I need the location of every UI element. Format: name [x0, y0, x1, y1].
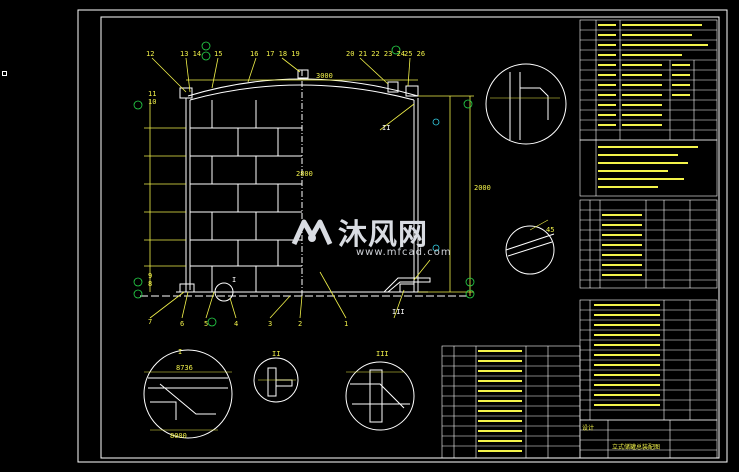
tank-main-view — [140, 69, 470, 302]
table-text-marks — [478, 24, 708, 452]
callout-top-13-14: 13 14 — [180, 50, 202, 58]
callout-left-7: 7 — [148, 318, 153, 326]
callout-top-12: 12 — [146, 50, 155, 58]
title-block — [579, 419, 718, 459]
watermark-brand-text: 沐风网 — [338, 217, 429, 251]
tank-roof-arc-inner — [189, 84, 415, 101]
parts-list-bottom — [441, 345, 581, 459]
sheet-inner-border — [100, 16, 720, 459]
callout-balloons — [133, 41, 475, 327]
title-block-drawing-name: 立式储罐总装配图 — [612, 444, 661, 451]
title-block-row-label: 设计 — [582, 425, 595, 432]
requirements-block — [579, 139, 718, 197]
watermark-url: www.mfcad.com — [356, 247, 452, 258]
section-mark-II: II — [382, 124, 391, 132]
sheet-outer-border — [77, 9, 728, 463]
callout-left-11: 11 — [148, 90, 157, 98]
dimension-lines — [144, 57, 474, 319]
angle-label: 45 — [546, 226, 555, 234]
dimension-right: 2000 — [474, 184, 491, 192]
detail-circle-top-right — [485, 63, 567, 145]
section-mark-I: I — [232, 276, 237, 284]
parts-list-right — [579, 299, 718, 421]
detail-dim-2: 8000 — [170, 432, 187, 440]
detail-dim-1: 8736 — [176, 364, 193, 372]
detail-label-II: II — [272, 350, 281, 358]
dimension-center: 2800 — [296, 170, 313, 178]
dimension-top: 3000 — [316, 72, 333, 80]
watermark: 沐风网 — [290, 212, 428, 252]
callout-bottom-1: 1 — [344, 320, 349, 328]
callout-top-16: 16 — [250, 50, 259, 58]
outlet-pipe — [383, 277, 431, 293]
callout-left-10: 10 — [148, 98, 157, 106]
callout-top-15: 15 — [214, 50, 223, 58]
detail-label-I: I — [178, 348, 183, 356]
callout-top-17-19: 17 18 19 — [266, 50, 300, 58]
callout-left-8: 8 — [148, 280, 153, 288]
section-mark-III: III — [392, 308, 405, 316]
detail-mark-circle-I — [214, 282, 234, 302]
callout-bottom-2: 2 — [298, 320, 303, 328]
angle-detail-view — [505, 219, 555, 275]
detail-view-III — [345, 361, 415, 431]
mfcad-logo-icon — [291, 219, 333, 246]
callout-left-9: 9 — [148, 272, 153, 280]
detail-label-III: III — [376, 350, 389, 358]
callout-bottom-6: 6 — [180, 320, 185, 328]
callout-bottom-5: 5 — [204, 320, 209, 328]
callout-top-20-24: 20 21 22 23 24 — [346, 50, 406, 58]
detail-view-I — [143, 349, 233, 439]
nozzle-table — [579, 199, 718, 289]
detail-view-II — [253, 357, 299, 403]
viewport-marker-icon — [2, 71, 7, 76]
callout-bottom-3: 3 — [268, 320, 273, 328]
callout-bottom-4: 4 — [234, 320, 239, 328]
callout-top-25-26: 25 26 — [404, 50, 426, 58]
technical-spec-table — [579, 19, 718, 141]
